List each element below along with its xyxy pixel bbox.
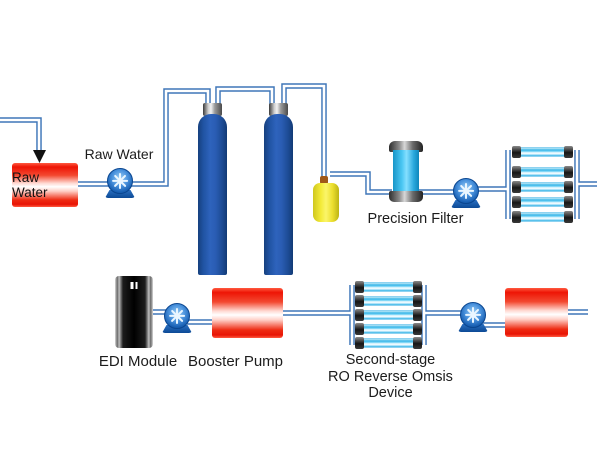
precision-filter-bottom-cap: [389, 191, 423, 202]
ro1-membrane-tube: [512, 196, 573, 208]
filter-column-1: [198, 114, 227, 275]
outlet-pump-icon: [458, 302, 488, 333]
ro2-membrane-tube: [355, 281, 422, 293]
ro1-membrane-tube: [512, 211, 573, 223]
softener-inlet-fitting: [320, 176, 328, 184]
precision-filter-label: Precision Filter: [367, 211, 464, 227]
softener-vessel: [313, 183, 339, 222]
raw-water-pump-label: Raw Water: [84, 146, 154, 162]
pipe-runs-inner: [0, 84, 597, 345]
precision-filter-body: [393, 150, 419, 194]
ro2-membrane-tube: [355, 337, 422, 349]
edi-indicator-icon: [130, 282, 138, 289]
filter-column-2: [264, 114, 293, 275]
booster-pump-label: Booster Pump: [187, 353, 284, 370]
raw-water-pump-icon: [105, 168, 135, 199]
raw-water-tank-label: Raw Water: [12, 170, 48, 200]
ro2-membrane-tube: [355, 295, 422, 307]
second-stage-ro-label: Second-stage RO Reverse Omsis Device: [328, 352, 453, 402]
filter-column-2-cap: [269, 103, 288, 116]
edi-module-label: EDI Module: [98, 353, 178, 370]
edi-module: [115, 276, 153, 348]
ro2-membrane-tube: [355, 323, 422, 335]
transfer-pump-icon: [162, 303, 192, 334]
ro2-membrane-tube: [355, 309, 422, 321]
ro1-membrane-tube: [512, 166, 573, 178]
booster-pump-unit: [212, 288, 283, 338]
ro1-membrane-tube: [512, 181, 573, 193]
ro1-membrane-tube: [512, 146, 573, 158]
flow-arrow-icon: [33, 150, 46, 163]
high-pressure-pump-icon: [451, 178, 481, 209]
raw-water-tank: Raw Water: [12, 163, 78, 207]
filter-column-1-cap: [203, 103, 222, 116]
outlet-vessel: [505, 288, 568, 337]
precision-filter-top-cap: [389, 141, 423, 152]
